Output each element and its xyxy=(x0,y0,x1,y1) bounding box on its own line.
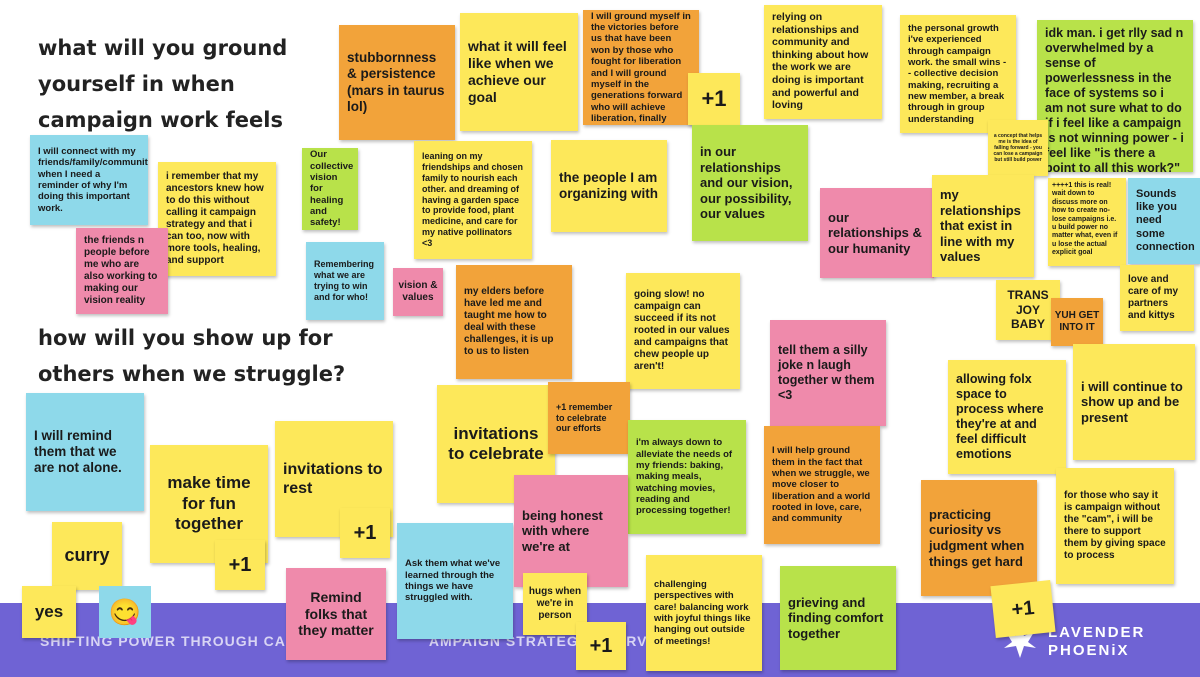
sticky-note[interactable]: challenging perspectives with care! bala… xyxy=(646,555,762,671)
sticky-note[interactable]: Our collective vision for healing and sa… xyxy=(302,148,358,230)
sticky-note[interactable]: Sounds like you need some connection xyxy=(1128,178,1200,264)
sticky-note[interactable]: +1 xyxy=(576,622,626,670)
sticky-note[interactable]: being honest with where we're at xyxy=(514,475,628,587)
sticky-note[interactable]: my relationships that exist in line with… xyxy=(932,175,1034,277)
sticky-note[interactable]: allowing folx space to process where the… xyxy=(948,360,1066,474)
sticky-note[interactable]: going slow! no campaign can succeed if i… xyxy=(626,273,740,389)
sticky-note[interactable]: +1 xyxy=(215,540,265,590)
sticky-note[interactable]: vision & values xyxy=(393,268,443,316)
sticky-note[interactable]: I will remind them that we are not alone… xyxy=(26,393,144,511)
sticky-note[interactable]: Remind folks that they matter xyxy=(286,568,386,660)
sticky-note[interactable]: tell them a silly joke n laugh together … xyxy=(770,320,886,426)
sticky-note[interactable]: i remember that my ancestors knew how to… xyxy=(158,162,276,276)
sticky-note[interactable]: for those who say it is campaign without… xyxy=(1056,468,1174,584)
sticky-note[interactable]: love and care of my partners and kittys xyxy=(1120,265,1194,331)
question-heading-show-up: how will you show up for others when we … xyxy=(38,326,346,386)
sticky-note[interactable]: relying on relationships and community a… xyxy=(764,5,882,119)
sticky-note[interactable]: leaning on my friendships and chosen fam… xyxy=(414,141,532,259)
sticky-note[interactable]: idk man. i get rlly sad n overwhelmed by… xyxy=(1037,20,1193,172)
sticky-note[interactable]: curry xyxy=(52,522,122,590)
sticky-note[interactable]: Ask them what we've learned through the … xyxy=(397,523,513,639)
phoenix-icon xyxy=(1004,626,1036,658)
sticky-note[interactable]: the people I am organizing with xyxy=(551,140,667,232)
sticky-note[interactable]: +1 remember to celebrate our efforts xyxy=(548,382,630,454)
logo-line2: PHOENiX xyxy=(1048,642,1130,659)
sticky-note[interactable]: +1 xyxy=(990,580,1056,638)
sticky-note[interactable]: YUH GET INTO IT xyxy=(1051,298,1103,346)
sticky-note[interactable]: practicing curiosity vs judgment when th… xyxy=(921,480,1037,596)
yum-emoji-note[interactable]: 😋 xyxy=(99,586,151,638)
sticky-note[interactable]: a concept that helps me is the idea of f… xyxy=(988,120,1048,176)
sticky-note[interactable]: +1 xyxy=(688,73,740,125)
sticky-note[interactable]: I will ground myself in the victories be… xyxy=(583,10,699,125)
sticky-note[interactable]: invitations to celebrate xyxy=(437,385,555,503)
logo-line1: LAVENDER xyxy=(1048,624,1146,641)
sticky-note[interactable]: Remembering what we are trying to win an… xyxy=(306,242,384,320)
sticky-note[interactable]: the friends n people before me who are a… xyxy=(76,228,168,314)
sticky-note[interactable]: the personal growth i've experienced thr… xyxy=(900,15,1016,133)
sticky-note[interactable]: grieving and finding comfort together xyxy=(780,566,896,670)
sticky-note[interactable]: I will connect with my friends/family/co… xyxy=(30,135,148,225)
sticky-note[interactable]: TRANS JOY BABY xyxy=(996,280,1060,340)
sticky-note[interactable]: what it will feel like when we achieve o… xyxy=(460,13,578,131)
sticky-note[interactable]: ++++1 this is real! wait down to discuss… xyxy=(1048,178,1126,266)
sticky-note[interactable]: yes xyxy=(22,586,76,638)
sticky-note[interactable]: in our relationships and our vision, our… xyxy=(692,125,808,241)
sticky-note[interactable]: i will continue to show up and be presen… xyxy=(1073,344,1195,460)
yum-face-icon: 😋 xyxy=(108,596,142,627)
sticky-note[interactable]: my elders before have led me and taught … xyxy=(456,265,572,379)
sticky-note[interactable]: +1 xyxy=(340,508,390,558)
sticky-note[interactable]: our relationships & our humanity xyxy=(820,188,934,278)
sticky-note[interactable]: I will help ground them in the fact that… xyxy=(764,426,880,544)
sticky-note[interactable]: stubbornness & persistence (mars in taur… xyxy=(339,25,455,140)
sticky-note[interactable]: i'm always down to alleviate the needs o… xyxy=(628,420,746,534)
